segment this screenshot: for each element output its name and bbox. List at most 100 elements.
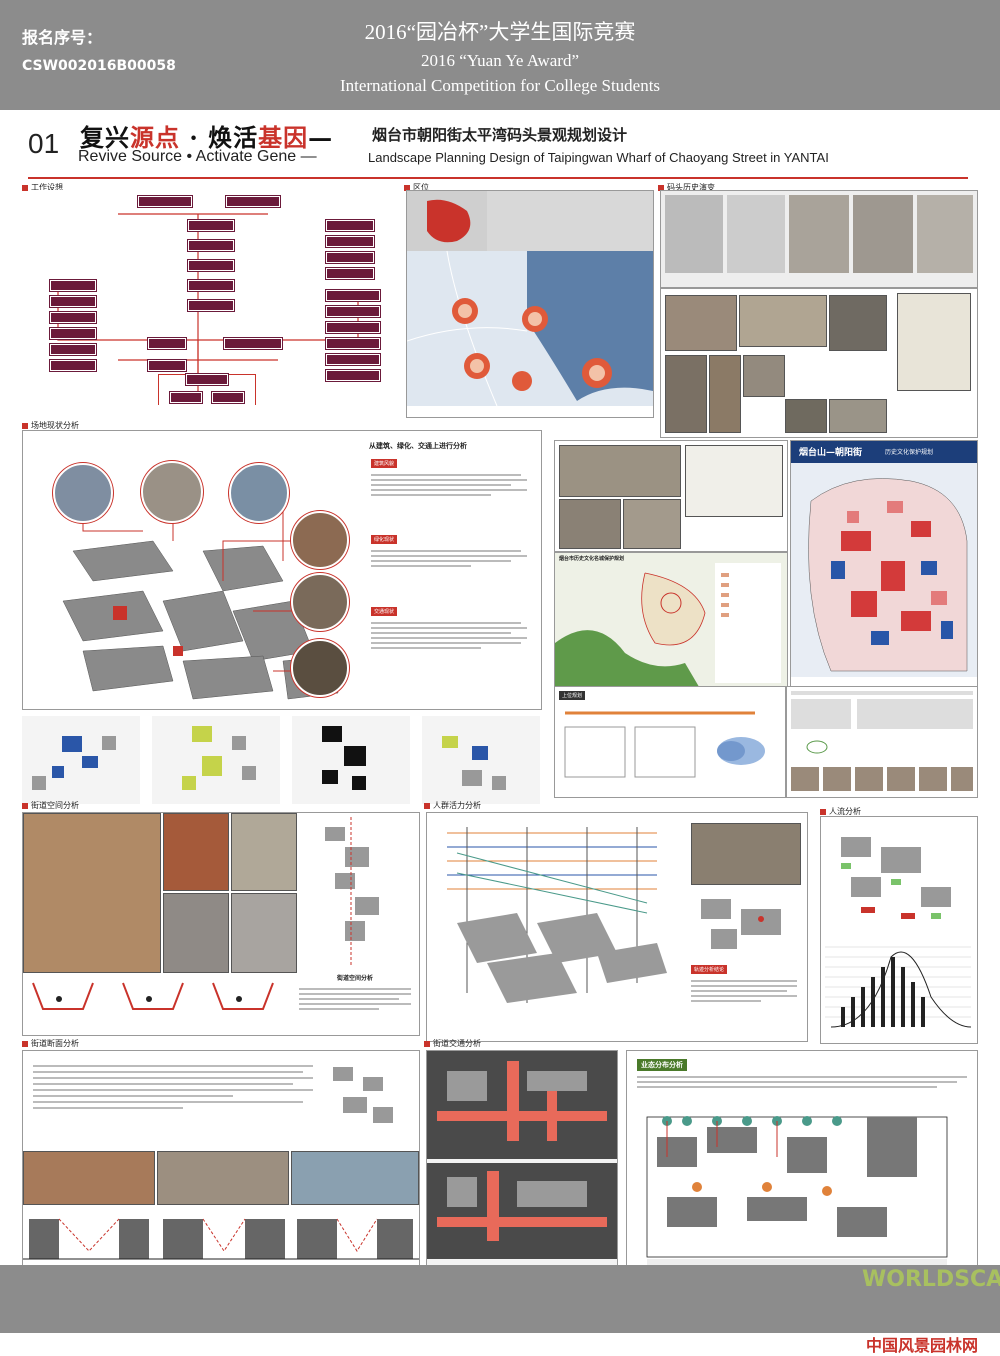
section-history: 码头历史演变: [658, 182, 715, 193]
flow-node: [325, 337, 381, 350]
flow-node: [325, 267, 375, 280]
flow-node: [325, 289, 381, 302]
crowd-massing: [701, 899, 781, 949]
history-photo: [739, 295, 827, 347]
section-elevations: [23, 1218, 419, 1260]
city-protection-plan: 烟台市历史文化名城保护规划: [554, 552, 788, 698]
flow-node: [49, 343, 97, 356]
section-crowd: 人群活力分析: [424, 800, 481, 811]
site-text-block: [371, 471, 529, 499]
flow-node: [225, 195, 281, 208]
flow-analysis-panel: [820, 816, 978, 1044]
site-analysis-map-1: [22, 716, 140, 804]
flow-node: [187, 219, 235, 232]
flow-node: [325, 369, 381, 382]
footer-bar: WORLDSCAPE: [0, 1265, 1000, 1333]
history-photo: [559, 499, 621, 549]
workflow-diagram: [28, 190, 398, 405]
section-street-space: 街道空间分析: [22, 800, 79, 811]
protection-plan-banner: 烟台山—朝阳街 历史文化保护规划: [791, 441, 977, 463]
flow-node: [49, 279, 97, 292]
flow-node: [147, 359, 187, 372]
flow-node: [223, 337, 283, 350]
traffic-analysis-panel: [426, 1050, 618, 1274]
site-subheading: 交通现状: [371, 607, 398, 616]
old-photos: [554, 440, 788, 552]
site-photo-circle: [229, 463, 289, 523]
upper-plan-tag: 上位规划: [559, 691, 586, 700]
poster-title-en: Revive Source • Activate Gene —: [78, 148, 317, 165]
site-photo-circle: [291, 511, 349, 569]
street-space-plan: [325, 817, 379, 967]
crowd-photo: [691, 823, 801, 885]
protection-plan-graphic: [791, 478, 977, 697]
history-photo: [665, 295, 737, 351]
protection-plan-subtitle: 历史文化保护规划: [885, 449, 934, 456]
flow-node: [211, 391, 245, 404]
section-flow: 人流分析: [820, 806, 861, 817]
poster-board: 01 复兴源点 · 焕活基因— 烟台市朝阳街太平湾码头景观规划设计 Revive…: [0, 110, 1000, 1355]
history-map-strip: [665, 195, 973, 273]
section-site: 场地现状分析: [22, 420, 79, 431]
street-photo: [231, 813, 297, 891]
site-photo-circle: [291, 573, 349, 631]
poster-subtitle-cn: 烟台市朝阳街太平湾码头景观规划设计: [372, 126, 628, 144]
crowd-caption: 轨迹分析结论: [691, 965, 728, 974]
watermark-logo: WORLDSCAPE: [862, 1267, 1000, 1292]
history-photo: [743, 355, 785, 397]
section-workflow: 工作设想: [22, 182, 63, 193]
site-analysis-map-3: [292, 716, 410, 804]
history-photo: [623, 499, 681, 549]
flow-node: [147, 337, 187, 350]
crowd-3d-diagram: [447, 827, 667, 1003]
history-photo: [559, 445, 681, 497]
business-distribution-panel: 业态分布分析: [626, 1050, 978, 1274]
street-photo: [163, 893, 229, 973]
history-photo: [665, 355, 707, 433]
site-photo-circle: [291, 639, 349, 697]
watermark-cn: 中国风景园林网: [866, 1336, 979, 1355]
street-section-panel: [22, 1050, 420, 1274]
competition-subtitle-en: International Competition for College St…: [339, 76, 661, 95]
poster-subtitle-en: Landscape Planning Design of Taipingwan …: [368, 150, 829, 165]
flow-node: [185, 373, 229, 386]
history-maps: [660, 190, 978, 288]
business-map: [646, 1116, 948, 1267]
flow-node: [49, 327, 97, 340]
flow-node: [49, 359, 97, 372]
competition-title-cn: 2016“园冶杯”大学生国际竞赛: [364, 20, 636, 44]
site-subheading: 绿化现状: [371, 535, 398, 544]
site-text-block: [371, 619, 529, 652]
protection-plan-title: 烟台山—朝阳街: [799, 448, 863, 458]
planning-table-panel: [786, 686, 978, 798]
site-photo-circle: [53, 463, 113, 523]
history-photo: [829, 399, 887, 433]
location-map-graphic: [407, 191, 653, 417]
protection-plan-map: 烟台山—朝阳街 历史文化保护规划: [790, 440, 978, 698]
history-map: [897, 293, 971, 391]
crowd-analysis-panel: 轨迹分析结论: [426, 812, 808, 1042]
flow-node: [187, 239, 235, 252]
section-location: 区位: [404, 182, 429, 193]
site-photo-circle: [141, 461, 203, 523]
flow-node: [169, 391, 203, 404]
flow-node: [325, 321, 381, 334]
traffic-diagram: [427, 1051, 617, 1259]
site-text-heading: 从建筑、绿化、交通上进行分析: [369, 442, 467, 450]
flow-node: [187, 259, 235, 272]
title-divider: [28, 177, 968, 179]
flow-node: [325, 219, 375, 232]
section-street-section: 街道断面分析: [22, 1038, 79, 1049]
street-space-panel: 街道空间分析: [22, 812, 420, 1036]
site-subheading: 建筑风貌: [371, 459, 398, 468]
flow-node: [49, 295, 97, 308]
business-text: [637, 1073, 967, 1091]
flow-node: [325, 353, 381, 366]
city-plan-map: [555, 563, 781, 697]
history-photo: [685, 445, 783, 517]
upper-plan-panel: 上位规划: [554, 686, 786, 798]
street-section-text: [33, 1061, 315, 1113]
street-photo: [23, 813, 161, 973]
site-text-block: [371, 547, 529, 570]
registration-label: 报名序号：: [22, 28, 103, 47]
